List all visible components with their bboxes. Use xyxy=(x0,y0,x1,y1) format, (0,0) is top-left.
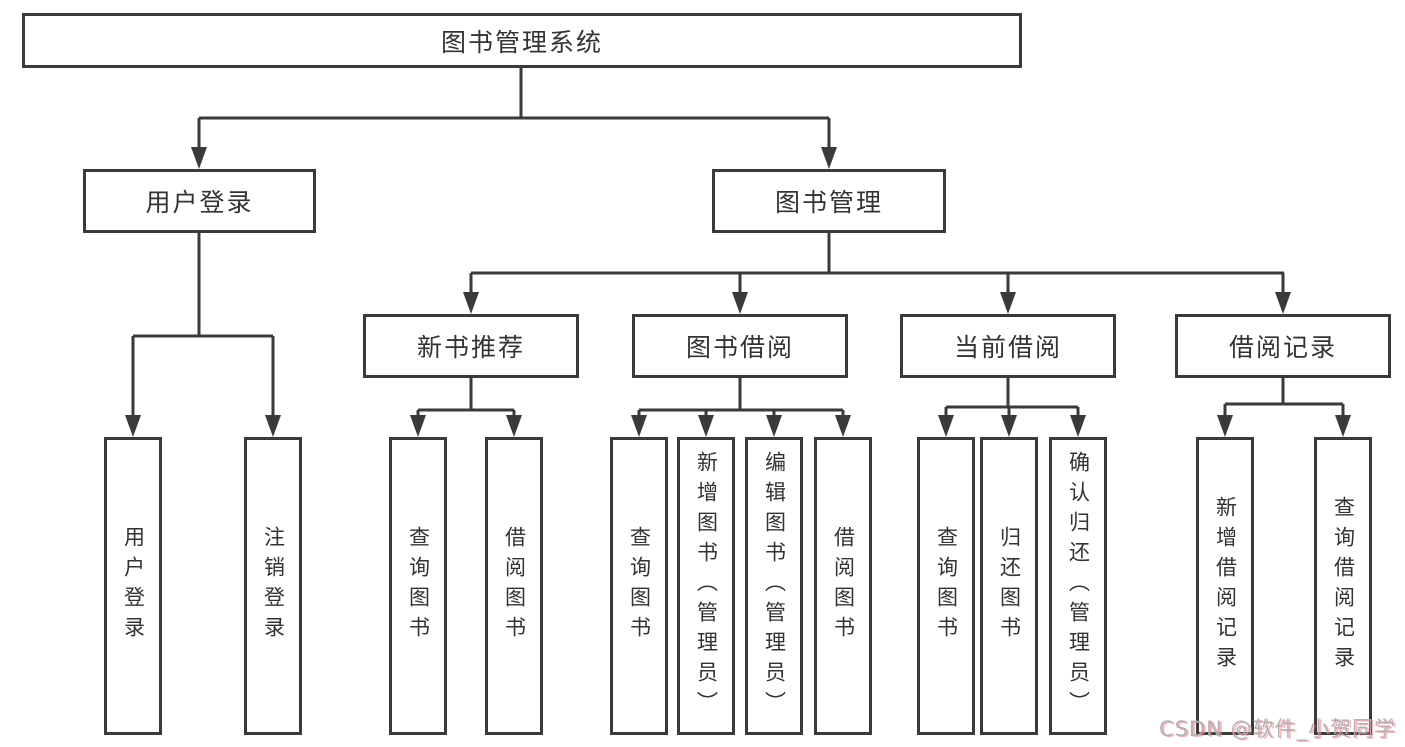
leaf-add-borrow-record: 新增借阅记录 xyxy=(1196,437,1254,735)
leaf-add-book-admin-label: 新增图书（管理员） xyxy=(694,451,719,721)
node-current-borrowing: 当前借阅 xyxy=(900,314,1116,378)
node-borrowing-records: 借阅记录 xyxy=(1175,314,1391,378)
leaf-return-book: 归还图书 xyxy=(980,437,1038,735)
leaf-query-book-borrowing: 查询图书 xyxy=(610,437,668,735)
node-root: 图书管理系统 xyxy=(22,13,1022,68)
leaf-add-borrow-record-label: 新增借阅记录 xyxy=(1213,496,1238,676)
connector-newbookrec-to-leaves xyxy=(410,378,522,437)
leaf-edit-book-admin: 编辑图书（管理员） xyxy=(745,437,803,735)
leaf-query-book-current: 查询图书 xyxy=(917,437,975,735)
leaf-confirm-return-admin: 确认归还（管理员） xyxy=(1049,437,1107,735)
node-new-book-recommend: 新书推荐 xyxy=(363,314,579,378)
leaf-query-book-recommend-label: 查询图书 xyxy=(406,526,431,646)
leaf-query-borrow-record: 查询借阅记录 xyxy=(1314,437,1372,735)
leaf-user-login: 用户登录 xyxy=(104,437,162,735)
leaf-borrow-book-recommend: 借阅图书 xyxy=(485,437,543,735)
leaf-return-book-label: 归还图书 xyxy=(997,526,1022,646)
leaf-query-borrow-record-label: 查询借阅记录 xyxy=(1331,496,1356,676)
leaf-query-book-recommend: 查询图书 xyxy=(389,437,447,735)
connector-borrowrecord-to-leaves xyxy=(1217,378,1351,437)
node-current-borrowing-label: 当前借阅 xyxy=(953,333,1062,362)
leaf-logout: 注销登录 xyxy=(244,437,302,735)
leaf-query-book-borrowing-label: 查询图书 xyxy=(627,526,652,646)
connector-userlogin-to-leaves xyxy=(125,233,281,437)
leaf-logout-label: 注销登录 xyxy=(261,526,286,646)
connector-bookborrow-to-leaves xyxy=(631,378,851,437)
node-user-login: 用户登录 xyxy=(83,169,316,233)
leaf-add-book-admin: 新增图书（管理员） xyxy=(677,437,735,735)
leaf-confirm-return-admin-label: 确认归还（管理员） xyxy=(1066,451,1091,721)
connector-currentborrow-to-leaves xyxy=(938,378,1086,437)
node-book-borrowing: 图书借阅 xyxy=(632,314,848,378)
node-user-login-label: 用户登录 xyxy=(145,188,254,217)
leaf-query-book-current-label: 查询图书 xyxy=(934,526,959,646)
node-borrowing-records-label: 借阅记录 xyxy=(1228,333,1337,362)
csdn-watermark: CSDN @软件_小贺同学 xyxy=(1158,717,1396,741)
leaf-user-login-label: 用户登录 xyxy=(121,526,146,646)
node-new-book-recommend-label: 新书推荐 xyxy=(416,333,525,362)
node-book-management-label: 图书管理 xyxy=(774,188,883,217)
node-root-label: 图书管理系统 xyxy=(440,27,603,57)
leaf-edit-book-admin-label: 编辑图书（管理员） xyxy=(762,451,787,721)
leaf-borrow-book-recommend-label: 借阅图书 xyxy=(502,526,527,646)
leaf-borrow-book-label: 借阅图书 xyxy=(831,526,856,646)
leaf-borrow-book: 借阅图书 xyxy=(814,437,872,735)
connector-bookmgmt-to-level3 xyxy=(463,233,1291,314)
node-book-management: 图书管理 xyxy=(712,169,946,233)
connector-root-to-level2 xyxy=(191,68,837,169)
node-book-borrowing-label: 图书借阅 xyxy=(685,333,794,362)
